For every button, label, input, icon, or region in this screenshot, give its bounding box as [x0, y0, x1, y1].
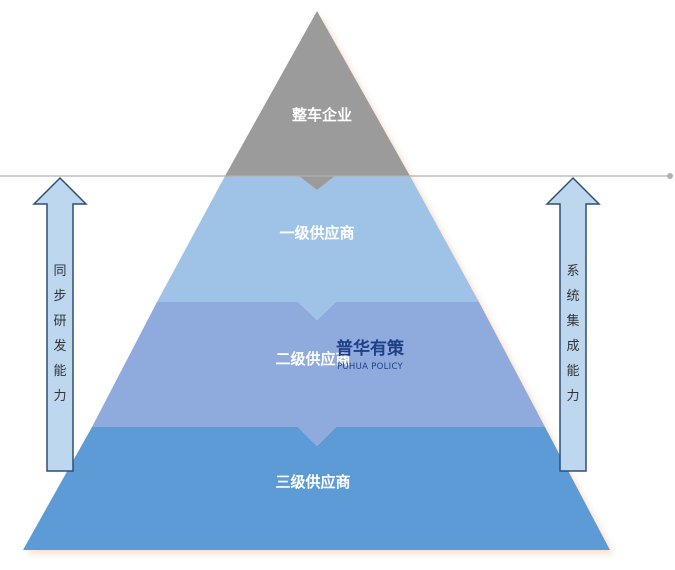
left-arrow-char: 同: [53, 264, 66, 279]
left-arrow-char: 力: [53, 389, 66, 404]
watermark-en: PUHUA POLICY: [337, 362, 404, 372]
pyramid: [23, 11, 610, 550]
tier-3-shape: [23, 427, 610, 550]
left-arrow-char: 能: [53, 364, 66, 379]
right-arrow-char: 系: [566, 264, 579, 279]
tier-label-0: 整车企业: [292, 106, 352, 124]
left-arrow-char: 步: [53, 289, 66, 304]
left-arrow-char: 发: [53, 338, 66, 354]
tier-label-2: 二级供应商: [275, 350, 350, 368]
right-arrow-char: 统: [566, 289, 579, 304]
watermark-cn: 普华有策: [336, 338, 405, 359]
right-arrow-char: 成: [566, 339, 579, 354]
tier-2-shape: [92, 302, 545, 446]
tier-1-shape: [157, 176, 479, 320]
left-arrow-char: 研: [53, 314, 66, 329]
right-arrow-char: 集: [566, 313, 579, 329]
tier-label-3: 三级供应商: [275, 473, 350, 491]
right-arrow-char: 力: [566, 389, 579, 404]
tier-label-1: 一级供应商: [279, 224, 354, 242]
right-arrow-shape: [545, 176, 601, 472]
divider-end-dot: [667, 173, 673, 179]
right-arrow-char: 能: [566, 364, 579, 379]
tier-0-shape: [225, 11, 410, 190]
watermark: 普华有策 PUHUA POLICY: [336, 338, 405, 372]
left-arrow-shape: [32, 176, 88, 472]
